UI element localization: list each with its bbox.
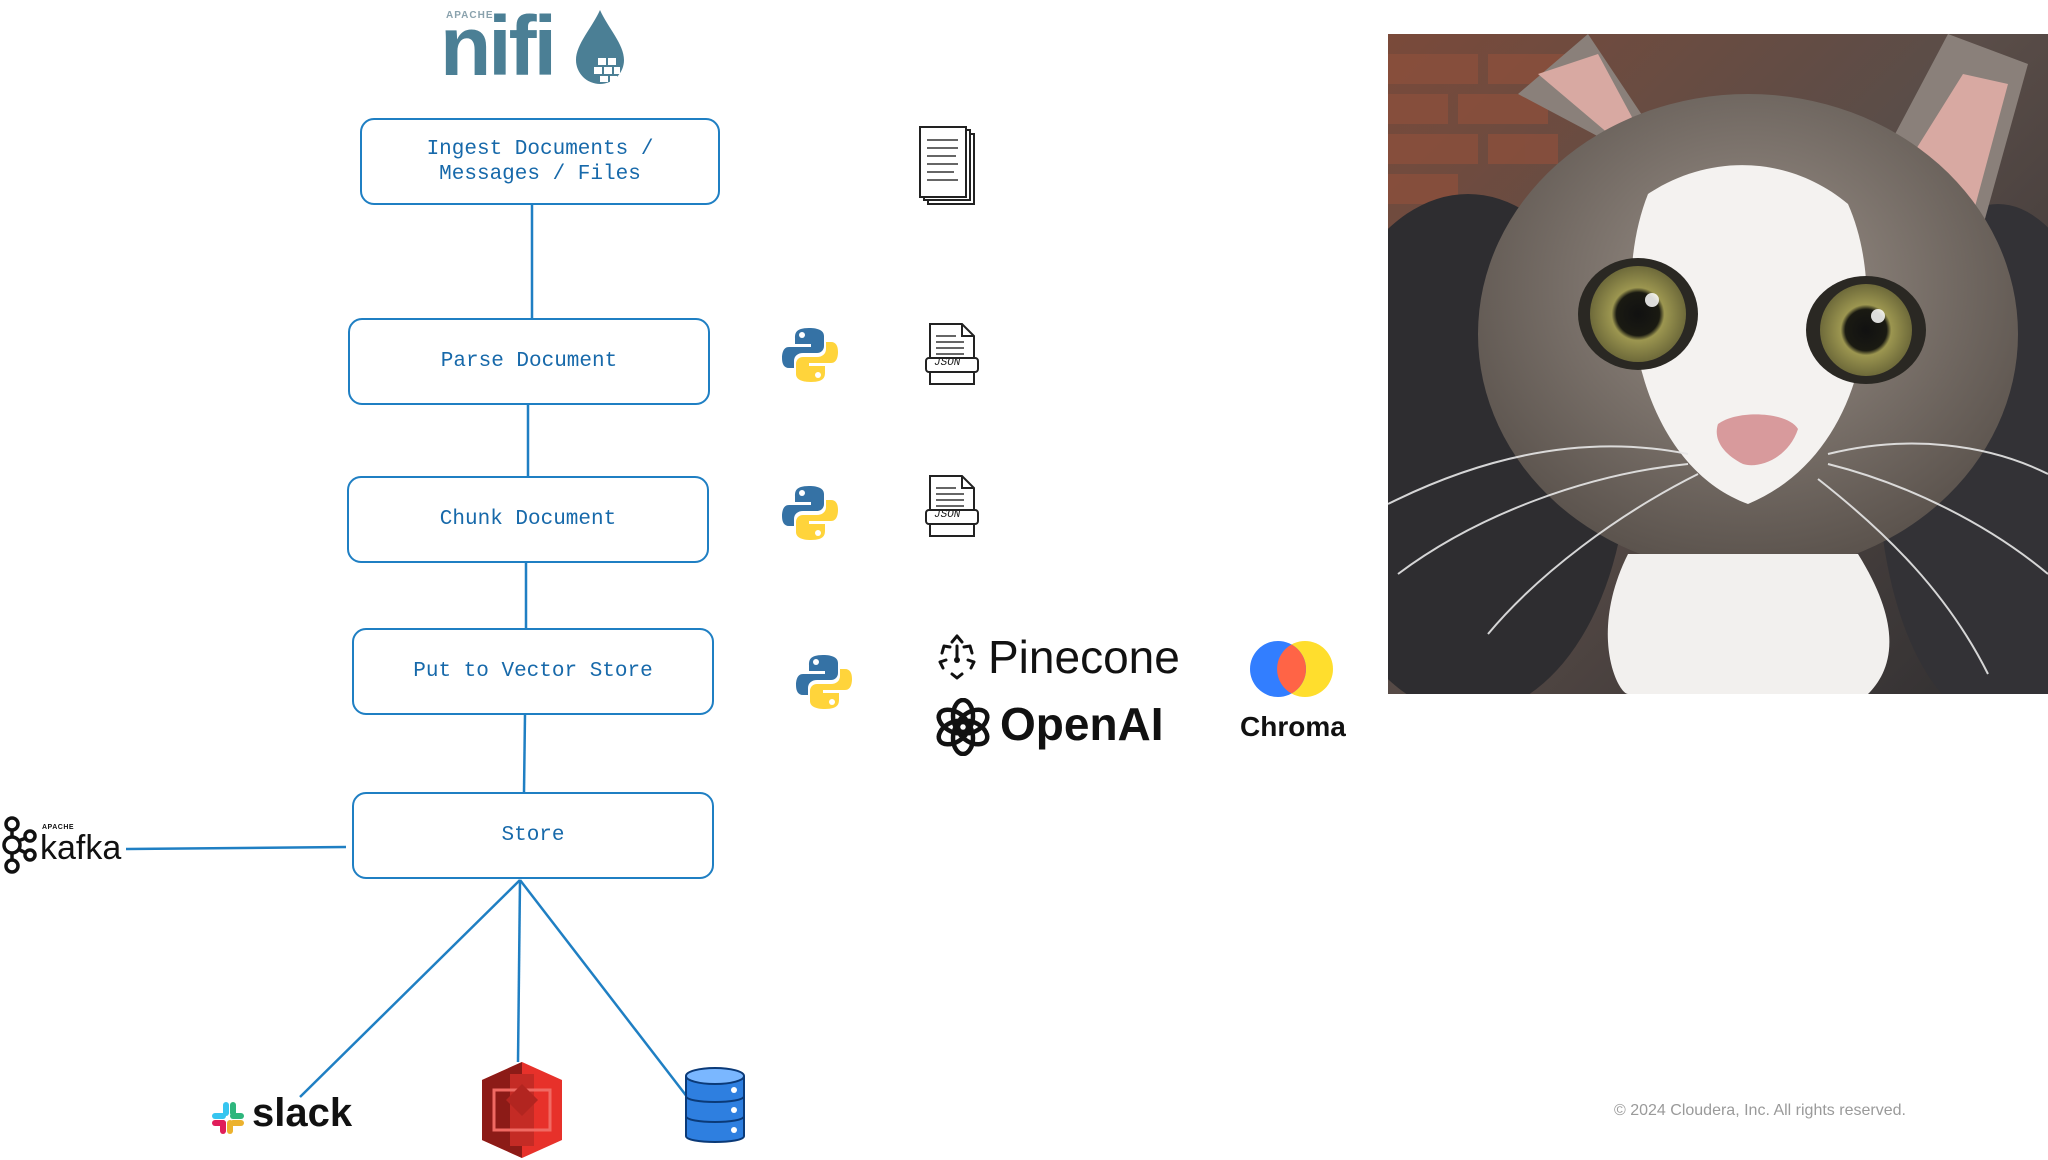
json-file-icon: [925, 475, 979, 537]
put-to-vector-store-box: Put to Vector Store: [352, 628, 714, 715]
nifi-drop-icon: [576, 10, 624, 84]
nifi-wordmark: nifi: [440, 0, 557, 93]
store-box: Store: [352, 792, 714, 879]
nifi-logo: APACHE nifi: [440, 0, 630, 93]
openai-icon: [936, 698, 990, 756]
kafka-icon: [2, 816, 37, 874]
connector-store-s3: [516, 879, 522, 1063]
chunk-document-label: Chunk Document: [439, 508, 617, 531]
chroma-wordmark: Chroma: [1240, 711, 1346, 742]
openai-wordmark: OpenAI: [1000, 698, 1164, 750]
json-label-2: JSON: [934, 509, 961, 521]
cat-photo: [1388, 34, 2048, 694]
store-label: Store: [501, 824, 565, 847]
chroma-icon: [1250, 641, 1333, 697]
connector-store-database: [519, 879, 689, 1099]
connector-kafka-store: [125, 845, 347, 851]
kafka-wordmark: kafka: [40, 829, 122, 867]
json-file-icon: [925, 323, 979, 385]
amazon-s3-icon: [482, 1062, 562, 1158]
parse-document-box: Parse Document: [348, 318, 710, 405]
copyright-text: © 2024 Cloudera, Inc. All rights reserve…: [1614, 1102, 1906, 1119]
parse-document-label: Parse Document: [440, 350, 618, 373]
database-icon: [685, 1067, 745, 1143]
slack-icon: [212, 1102, 244, 1134]
ingest-documents-box: Ingest Documents / Messages / Files: [360, 118, 720, 205]
nifi-apache-label: APACHE: [446, 10, 494, 21]
json-label-1: JSON: [934, 357, 961, 369]
pinecone-wordmark: Pinecone: [988, 631, 1180, 683]
python-icon: [782, 328, 838, 382]
connector-vector-store: [522, 713, 527, 793]
put-to-vector-store-label: Put to Vector Store: [413, 660, 653, 683]
python-icon: [782, 486, 838, 540]
ingest-documents-label: Ingest Documents / Messages / Files: [426, 137, 654, 186]
kafka-apache-label: APACHE: [42, 824, 75, 831]
documents-stack-icon: [919, 126, 975, 205]
connector-store-slack: [299, 879, 521, 1098]
slack-wordmark: slack: [252, 1091, 353, 1135]
chunk-document-box: Chunk Document: [347, 476, 709, 563]
python-icon: [796, 655, 852, 709]
pinecone-icon: [938, 634, 976, 680]
